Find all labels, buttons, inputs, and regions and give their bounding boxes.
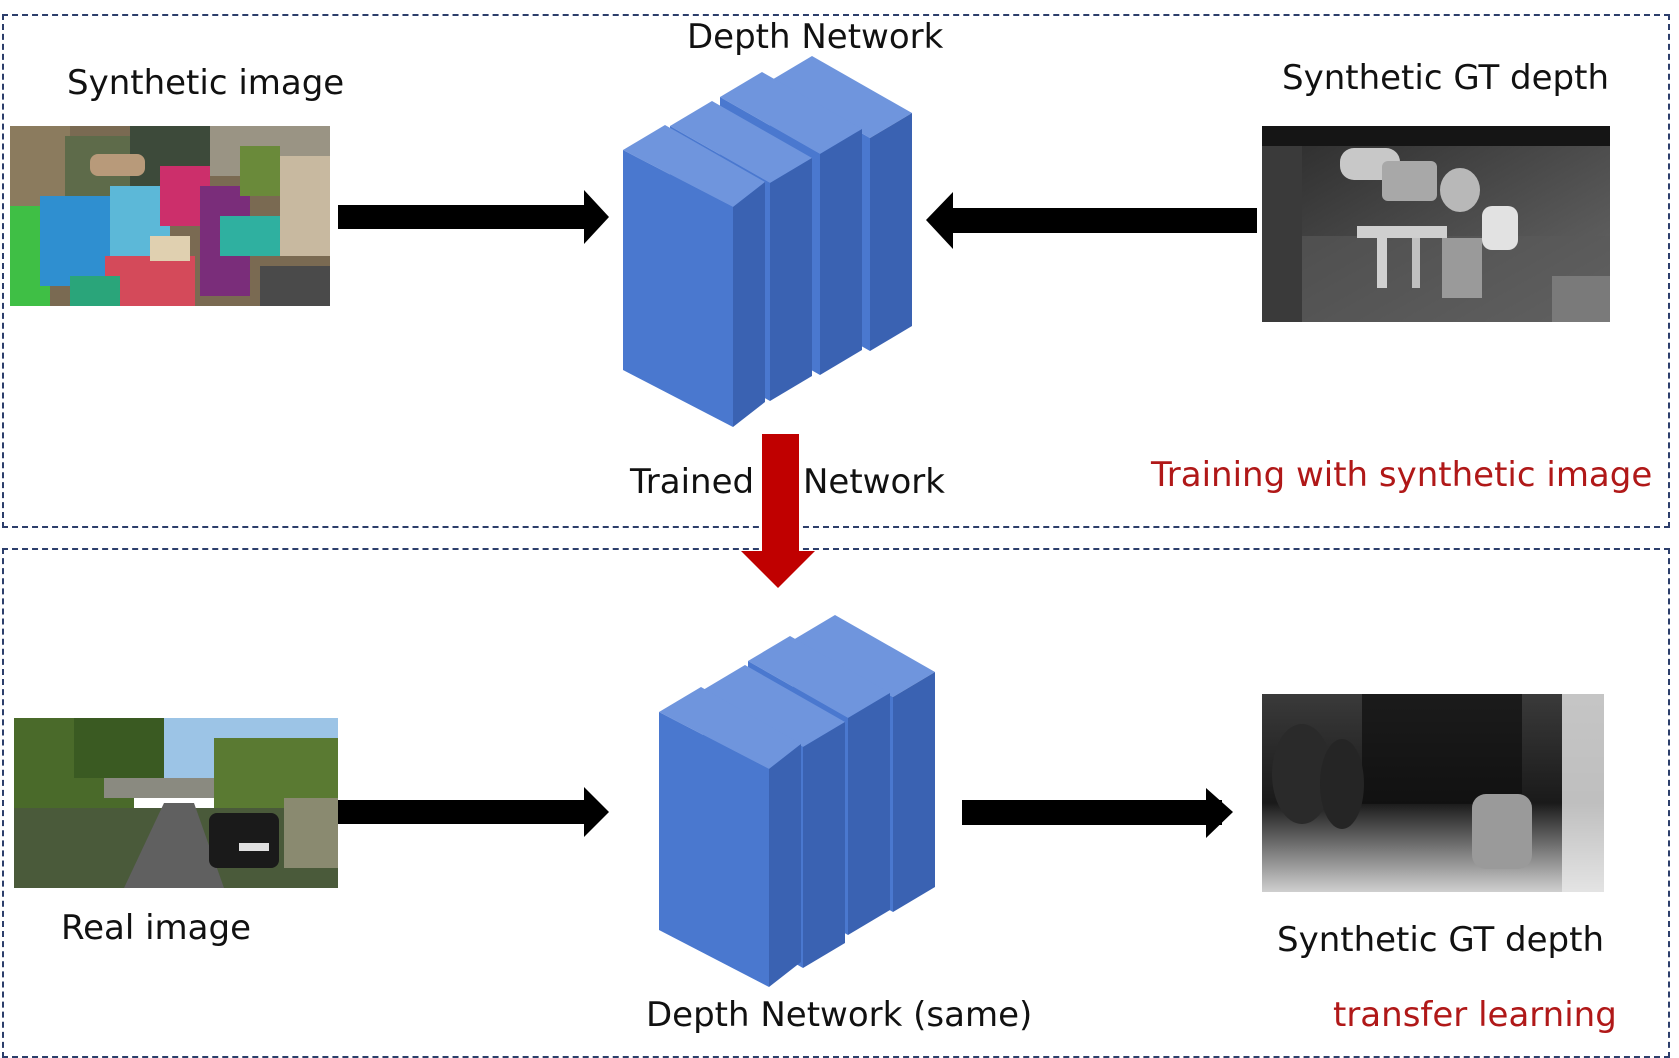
predicted-depth-map xyxy=(1262,694,1604,892)
network-label: Network xyxy=(803,462,945,502)
real-image-label: Real image xyxy=(61,908,252,948)
arrow-network-to-output xyxy=(962,788,1233,838)
synthetic-gt-depth-label-bottom: Synthetic GT depth xyxy=(1277,920,1605,960)
transfer-arrow xyxy=(741,434,815,588)
synthetic-gt-depth-map-top xyxy=(1262,126,1610,322)
network-block-stack-bottom xyxy=(659,615,935,987)
arrow-gt-depth-to-network xyxy=(926,192,1257,249)
network-block-stack-top xyxy=(623,56,912,427)
arrow-real-to-network xyxy=(338,787,609,837)
depth-network-same-label: Depth Network (same) xyxy=(646,995,1033,1035)
training-panel xyxy=(2,14,1670,528)
synthetic-image xyxy=(10,126,330,306)
synthetic-gt-depth-label-top: Synthetic GT depth xyxy=(1282,58,1610,98)
synthetic-image-label: Synthetic image xyxy=(67,63,345,103)
training-caption: Training with synthetic image xyxy=(1151,455,1653,495)
network-layer xyxy=(659,687,801,987)
network-layer xyxy=(623,125,765,427)
trained-label: Trained xyxy=(630,462,755,502)
real-image xyxy=(14,718,338,888)
transfer-caption: transfer learning xyxy=(1333,995,1617,1035)
arrow-synthetic-to-network xyxy=(338,190,609,244)
depth-network-label: Depth Network xyxy=(687,17,944,57)
